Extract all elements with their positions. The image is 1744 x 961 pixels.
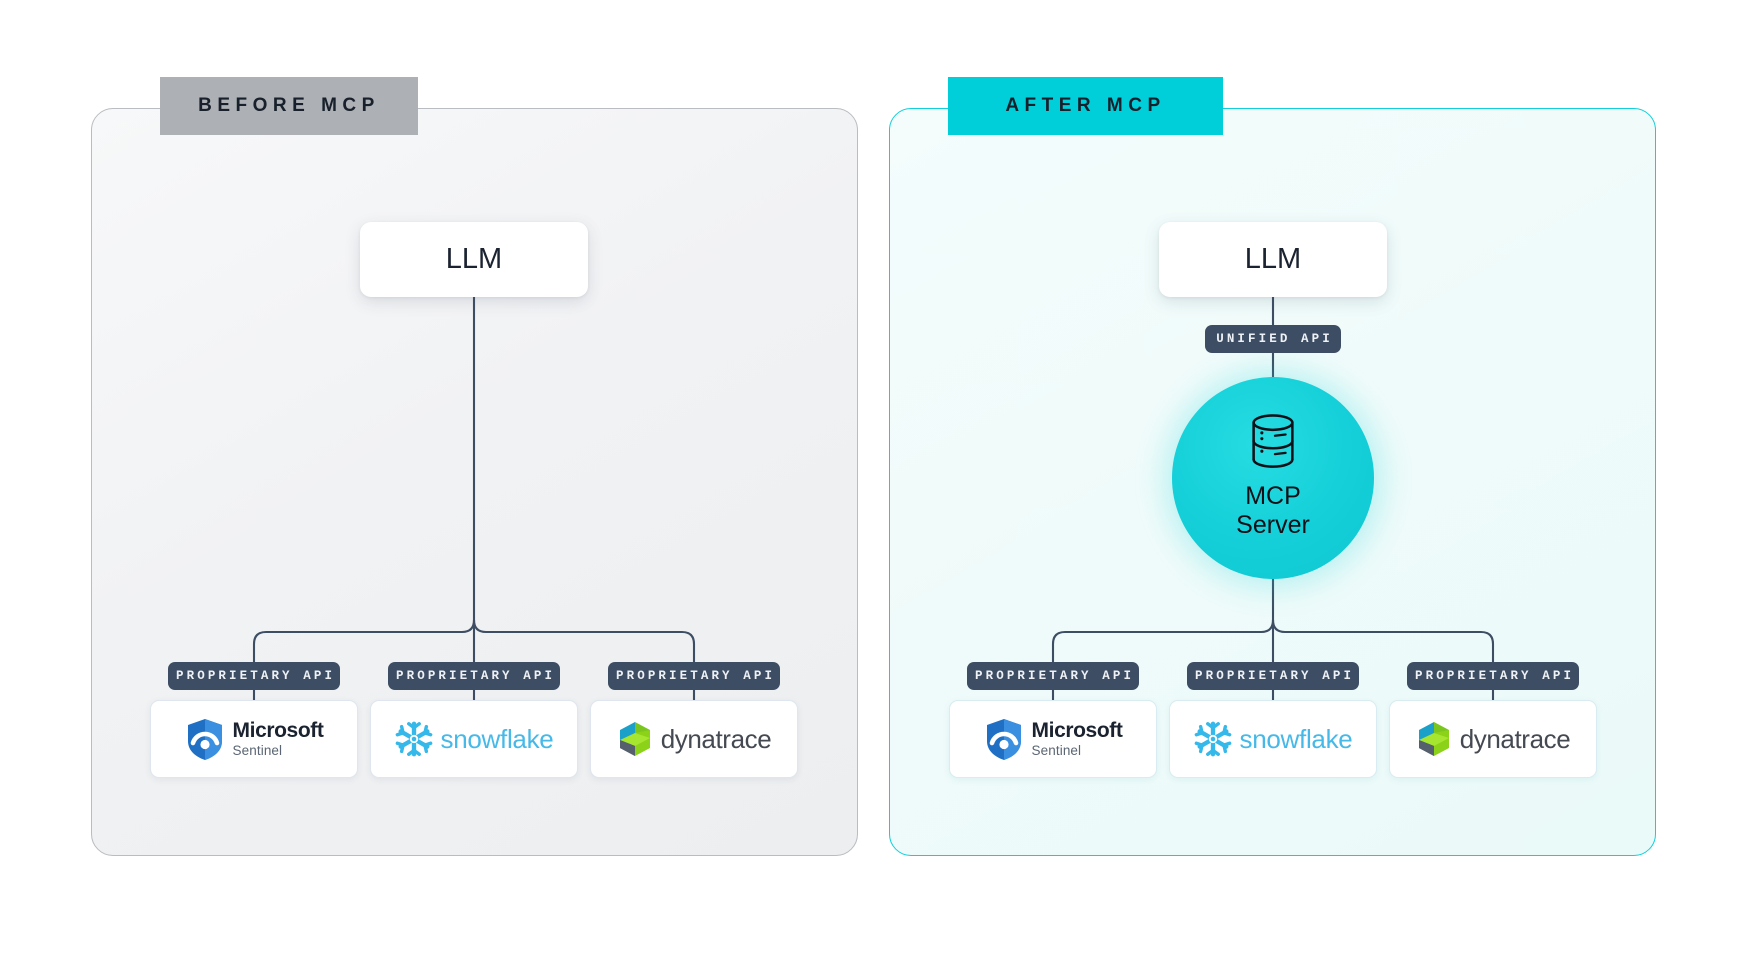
badge-proprietary-api-before-1: PROPRIETARY API <box>168 662 340 690</box>
snowflake-label: snowflake <box>440 723 554 754</box>
badge-proprietary-api-after-3: PROPRIETARY API <box>1407 662 1579 690</box>
badge-proprietary-api-after-2: PROPRIETARY API <box>1187 662 1359 690</box>
vendor-card-dynatrace-before[interactable]: dynatrace <box>590 700 798 778</box>
microsoft-sentinel-shield-icon <box>986 719 1021 760</box>
vendor-card-microsoft-sentinel-before[interactable]: Microsoft Sentinel <box>150 700 358 778</box>
dynatrace-cube-icon <box>1418 722 1449 756</box>
snowflake-logo-after: snowflake <box>1194 720 1353 758</box>
dynatrace-cube-icon <box>619 722 650 756</box>
dynatrace-label: dynatrace <box>1459 723 1571 754</box>
database-stack-icon <box>1252 413 1294 468</box>
vendor-card-dynatrace-after[interactable]: dynatrace <box>1389 700 1597 778</box>
dynatrace-logo-after: dynatrace <box>1416 720 1571 758</box>
badge-unified-api: UNIFIED API <box>1205 325 1341 353</box>
dynatrace-label: dynatrace <box>660 723 772 754</box>
microsoft-sentinel-logo: Microsoft Sentinel <box>185 717 324 761</box>
tab-label-before-mcp: BEFORE MCP <box>160 77 418 135</box>
snowflake-icon <box>395 721 432 757</box>
vendor-card-snowflake-after[interactable]: snowflake <box>1169 700 1377 778</box>
llm-box-before[interactable]: LLM <box>360 222 588 297</box>
snowflake-icon <box>1194 721 1231 757</box>
badge-proprietary-api-before-2: PROPRIETARY API <box>388 662 560 690</box>
badge-proprietary-api-after-1: PROPRIETARY API <box>967 662 1139 690</box>
microsoft-sentinel-logo-after: Microsoft Sentinel <box>984 717 1123 761</box>
dynatrace-logo: dynatrace <box>617 720 772 758</box>
mcp-title-line-1: MCP <box>1245 481 1301 510</box>
mcp-server-node[interactable]: MCP Server <box>1172 377 1374 579</box>
vendor-card-microsoft-sentinel-after[interactable]: Microsoft Sentinel <box>949 700 1157 778</box>
microsoft-sentinel-wordmark: Microsoft Sentinel <box>233 720 324 758</box>
badge-proprietary-api-before-3: PROPRIETARY API <box>608 662 780 690</box>
microsoft-label: Microsoft <box>232 719 324 743</box>
microsoft-label: Microsoft <box>1031 719 1123 743</box>
mcp-title-line-2: Server <box>1236 511 1310 539</box>
vendor-card-snowflake-before[interactable]: snowflake <box>370 700 578 778</box>
snowflake-label: snowflake <box>1239 723 1353 754</box>
microsoft-sentinel-wordmark-after: Microsoft Sentinel <box>1032 720 1123 758</box>
snowflake-logo: snowflake <box>395 720 554 758</box>
microsoft-sentinel-shield-icon <box>187 719 222 760</box>
sentinel-label: Sentinel <box>232 743 283 759</box>
tab-label-after-mcp: AFTER MCP <box>948 77 1223 135</box>
llm-box-after[interactable]: LLM <box>1159 222 1387 297</box>
sentinel-label: Sentinel <box>1031 743 1082 759</box>
mcp-server-label: MCP Server <box>1236 482 1310 541</box>
